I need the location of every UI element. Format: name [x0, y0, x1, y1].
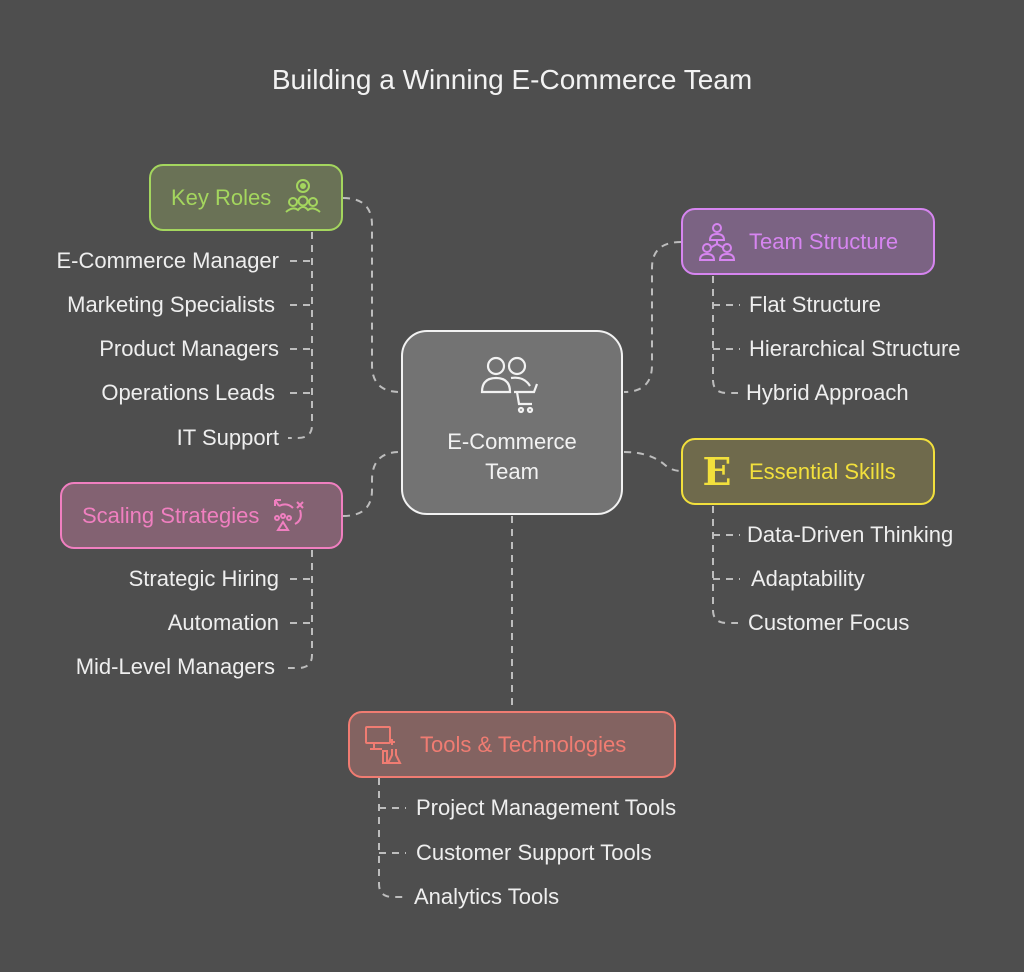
tools-item: Customer Support Tools — [416, 840, 652, 865]
tools-item-connectors — [378, 778, 406, 898]
skills-item: Customer Focus — [748, 610, 910, 635]
team-goal-icon — [283, 178, 323, 218]
branch-team-structure-label: Team Structure — [749, 228, 899, 254]
central-node[interactable]: E-Commerce Team — [401, 330, 623, 515]
key-roles-item: Product Managers — [99, 336, 279, 361]
connector-essential-skills — [623, 451, 682, 472]
connector-team-structure — [623, 241, 682, 393]
tools-item: Analytics Tools — [414, 884, 560, 909]
branch-team-structure[interactable]: Team Structure — [681, 208, 935, 275]
key-roles-item-connectors — [288, 232, 313, 439]
skills-item: Data-Driven Thinking — [747, 522, 954, 547]
scaling-item: Strategic Hiring — [128, 566, 279, 591]
branch-tools-technologies[interactable]: Tools & Technologies — [348, 711, 676, 778]
branch-tools-technologies-label: Tools & Technologies — [420, 731, 627, 757]
scaling-item: Automation — [167, 610, 279, 635]
branch-essential-skills[interactable]: E Essential Skills — [681, 438, 935, 505]
computer-lab-icon — [364, 725, 404, 765]
diagram-title: Building a Winning E-Commerce Team — [271, 64, 753, 95]
tools-item: Project Management Tools — [416, 795, 677, 820]
scaling-item-connectors — [288, 550, 313, 669]
key-roles-item: E-Commerce Manager — [56, 248, 279, 273]
scaling-item: Mid-Level Managers — [75, 654, 275, 679]
connector-scaling — [342, 451, 401, 517]
team-structure-item: Hybrid Approach — [746, 380, 909, 405]
branch-key-roles[interactable]: Key Roles — [149, 164, 343, 231]
team-structure-item: Hierarchical Structure — [749, 336, 961, 361]
hierarchy-icon — [697, 222, 737, 262]
skills-item: Adaptability — [751, 566, 865, 591]
connector-key-roles — [342, 197, 401, 393]
branch-essential-skills-label: Essential Skills — [749, 458, 896, 484]
branch-key-roles-label: Key Roles — [171, 184, 272, 210]
skills-item-connectors — [712, 506, 740, 624]
team-structure-item-connectors — [712, 276, 740, 394]
central-node-label-line2: Team — [485, 459, 539, 484]
scaling-strategy-icon — [269, 496, 309, 536]
team-structure-item: Flat Structure — [749, 292, 882, 317]
team-cart-icon — [480, 354, 544, 423]
key-roles-item: Operations Leads — [101, 380, 275, 405]
central-node-label-line1: E-Commerce — [447, 429, 577, 454]
letter-e-icon: E — [702, 449, 732, 494]
key-roles-item: IT Support — [176, 425, 279, 450]
branch-scaling-strategies[interactable]: Scaling Strategies — [60, 482, 343, 549]
key-roles-item: Marketing Specialists — [67, 292, 275, 317]
branch-scaling-strategies-label: Scaling Strategies — [82, 502, 260, 528]
